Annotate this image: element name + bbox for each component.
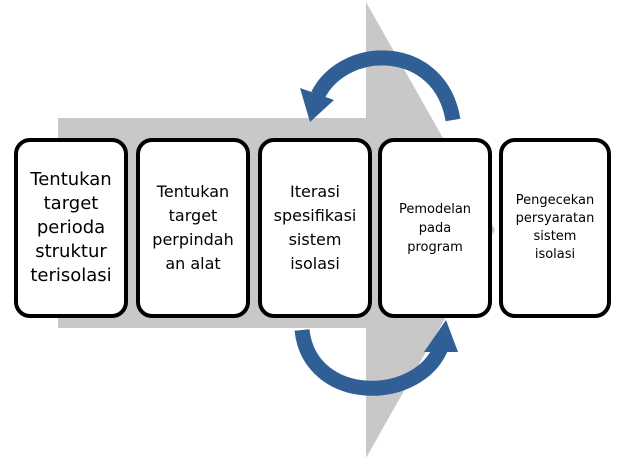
step-label-2: Tentukan target perpindah an alat bbox=[152, 182, 234, 273]
step-label-4: Pemodelan pada program bbox=[398, 201, 472, 255]
step-box-4: Pemodelan pada program bbox=[378, 138, 492, 318]
forward-arc bbox=[294, 328, 450, 396]
step-label-3: Iterasi spesifikasi sistem isolasi bbox=[273, 182, 357, 273]
step-box-2: Tentukan target perpindah an alat bbox=[136, 138, 250, 318]
step-box-1: Tentukan target perioda struktur terisol… bbox=[14, 138, 128, 318]
step-box-3: Iterasi spesifikasi sistem isolasi bbox=[258, 138, 372, 318]
feedback-cycle-arrow-icon bbox=[300, 50, 461, 122]
step-label-1: Tentukan target perioda struktur terisol… bbox=[30, 169, 112, 286]
step-box-5: Pengecekan persyaratan sistem isolasi bbox=[499, 138, 611, 318]
forward-arrowhead bbox=[424, 320, 458, 352]
forward-cycle-arrow-icon bbox=[294, 320, 458, 396]
step-label-5: Pengecekan persyaratan sistem isolasi bbox=[515, 193, 595, 262]
feedback-arrowhead bbox=[300, 88, 334, 122]
feedback-arc bbox=[311, 50, 461, 122]
